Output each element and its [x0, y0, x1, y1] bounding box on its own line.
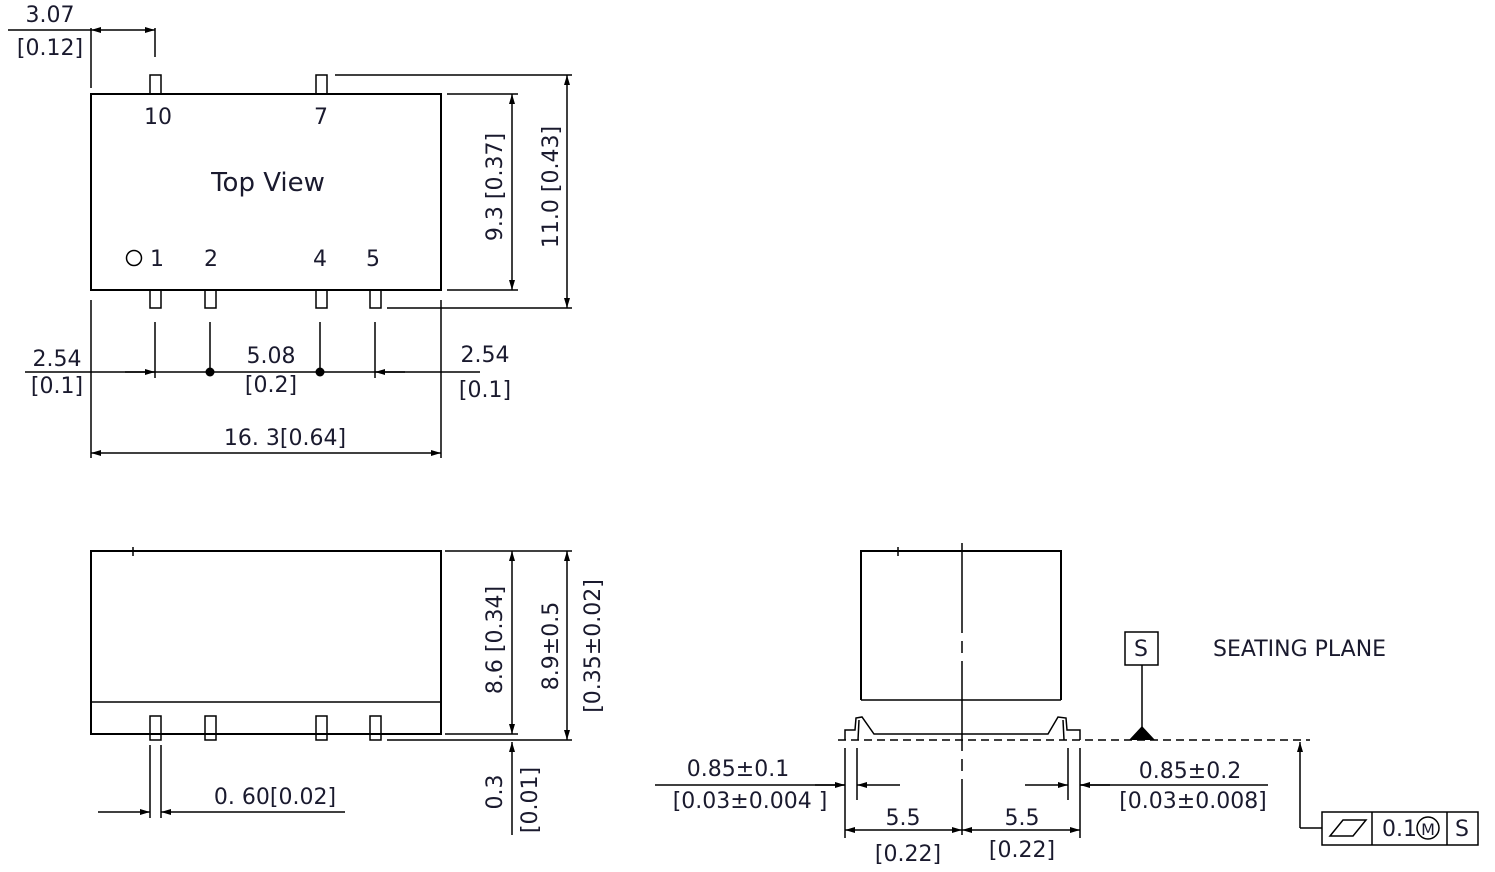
- dim-pin-width: 0. 60[0.02]: [214, 785, 336, 810]
- pin-1: [149, 289, 162, 309]
- dim-half-right-inch: [0.22]: [989, 838, 1055, 863]
- dim-foot-left-inch: [0.03±0.004 ]: [673, 789, 828, 814]
- side-pin: [204, 715, 217, 741]
- side-view: 8.6 [0.34] 8.9±0.5 [0.35±0.02] 0.3 [0.01…: [90, 547, 606, 835]
- seating-plane-label: SEATING PLANE: [1213, 637, 1386, 662]
- dim-length: 16. 3[0.64]: [224, 426, 346, 451]
- pin-7: [315, 74, 328, 95]
- dim-side-total-height: 8.9±0.5: [539, 602, 564, 690]
- dim-body-height: 9.3 [0.37]: [483, 133, 508, 241]
- dim-pitch-inch: [0.2]: [245, 373, 297, 398]
- datum-label: S: [1134, 637, 1148, 662]
- dim-standoff-inch: [0.01]: [518, 767, 543, 833]
- dim-standoff: 0.3: [483, 775, 508, 810]
- view-title: Top View: [210, 168, 325, 198]
- dim-edge-right-inch: [0.1]: [459, 378, 511, 403]
- dim-side-body-height: 8.6 [0.34]: [483, 586, 508, 694]
- dim-pin-offset-inch: [0.12]: [17, 36, 83, 61]
- feature-control-frame: 0.1 M S: [1321, 811, 1479, 846]
- datum-triangle-icon: [1129, 726, 1155, 740]
- dim-side-total-height-inch: [0.35±0.02]: [581, 579, 606, 713]
- fcf-tolerance: 0.1: [1382, 817, 1417, 842]
- fcf-datum: S: [1455, 817, 1469, 842]
- pin-5: [369, 289, 382, 309]
- dim-edge-right: 2.54: [461, 343, 510, 368]
- top-view-body: [90, 93, 442, 291]
- side-pin: [149, 715, 162, 741]
- pin-4: [315, 289, 328, 309]
- pin-2: [204, 289, 217, 309]
- side-pin: [369, 715, 382, 741]
- pin-label-10: 10: [144, 105, 172, 130]
- dim-half-right: 5.5: [1005, 806, 1040, 831]
- pin-label-4: 4: [313, 247, 327, 272]
- dim-edge-left: 2.54: [33, 347, 82, 372]
- top-view: 10 7 1 2 4 5 Top View 3.07 [0.12] 9.3 [0…: [8, 3, 572, 458]
- pin-10: [149, 74, 162, 95]
- end-view: S SEATING PLANE 0.1 M S 0.85±0.1 [0.03±0…: [655, 543, 1479, 867]
- dim-pin-offset: 3.07: [26, 3, 75, 28]
- pin1-marker-icon: [125, 249, 143, 267]
- dim-pitch: 5.08: [247, 344, 296, 369]
- dim-foot-left: 0.85±0.1: [687, 757, 789, 782]
- fcf-modifier: M: [1421, 820, 1435, 839]
- flatness-icon: [1328, 819, 1368, 837]
- end-view-feet: [844, 716, 1081, 740]
- dim-foot-right: 0.85±0.2: [1139, 759, 1241, 784]
- pin-label-1: 1: [150, 247, 164, 272]
- dim-edge-left-inch: [0.1]: [31, 374, 83, 399]
- side-view-body: [90, 550, 442, 735]
- pin-label-5: 5: [366, 247, 380, 272]
- end-view-body: [860, 550, 1062, 700]
- dim-total-height: 11.0 [0.43]: [539, 126, 564, 248]
- pin-label-2: 2: [204, 247, 218, 272]
- side-pin: [315, 715, 328, 741]
- mmc-circle-icon: [1416, 816, 1440, 840]
- pin-label-7: 7: [314, 105, 328, 130]
- dim-half-left-inch: [0.22]: [875, 842, 941, 867]
- dim-foot-right-inch: [0.03±0.008]: [1119, 789, 1267, 814]
- dim-half-left: 5.5: [886, 806, 921, 831]
